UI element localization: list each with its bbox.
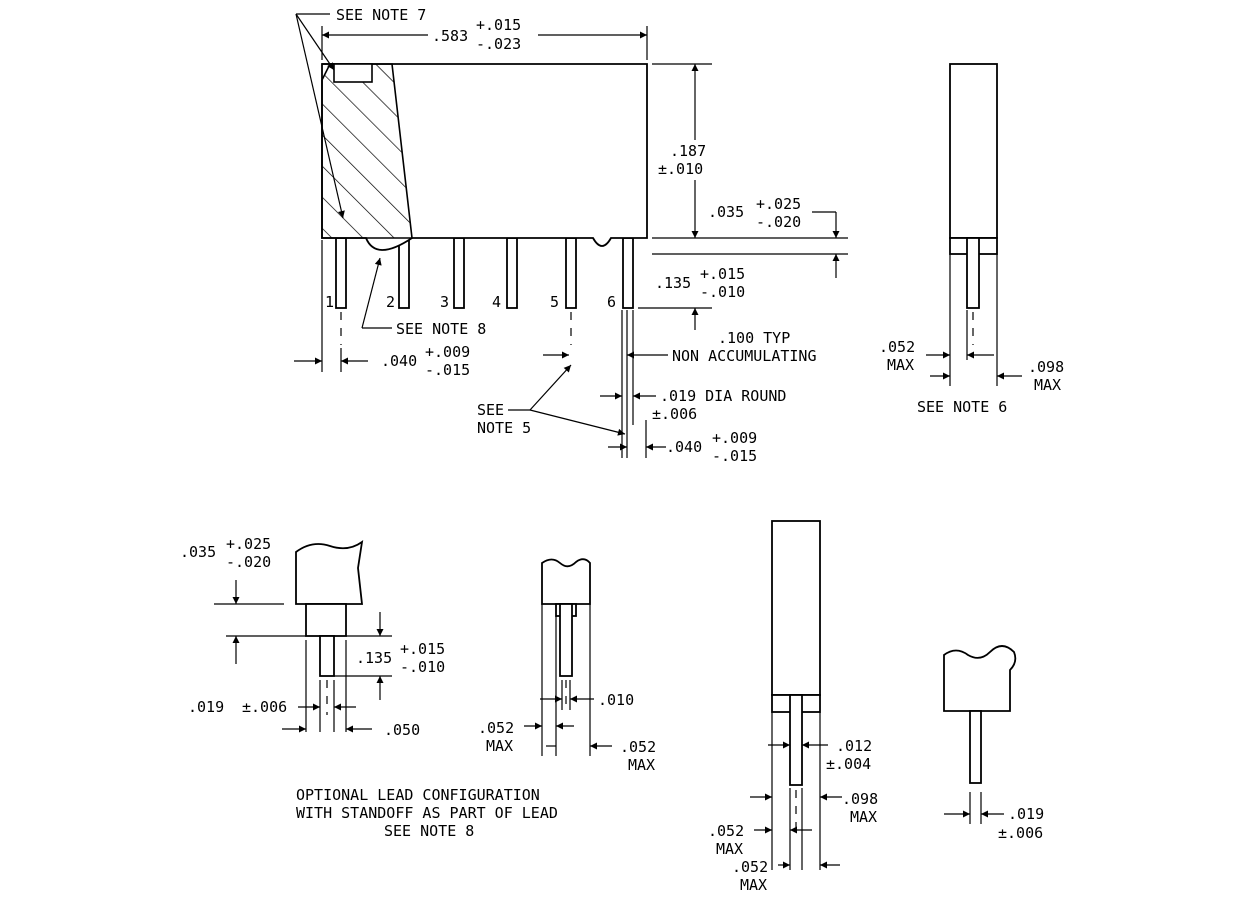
opt-lead-length-minus-tol: -.010 xyxy=(400,658,445,676)
lead-2 xyxy=(398,237,410,309)
hatched-section xyxy=(321,63,413,239)
detail-c-width-nominal: .098 xyxy=(842,790,878,808)
lead-1 xyxy=(335,237,347,309)
optional-standoff xyxy=(305,603,347,637)
pitch-non-accumulating: NON ACCUMULATING xyxy=(672,347,817,365)
side-thickness-nominal: .052 xyxy=(879,338,915,356)
standoff-nominal: .035 xyxy=(708,203,744,221)
pin-label-2: 2 xyxy=(386,293,395,311)
see-note-5-line2: NOTE 5 xyxy=(477,419,531,437)
side-view: .052 MAX .098 MAX SEE NOTE 6 xyxy=(879,63,1064,416)
end-lead-minus-tol: -.015 xyxy=(425,361,470,379)
pin-label-1: 1 xyxy=(325,293,334,311)
pin-label-6: 6 xyxy=(607,293,616,311)
optional-body-broken xyxy=(295,540,364,605)
opt-standoff-minus-tol: -.020 xyxy=(226,553,271,571)
optional-lead xyxy=(319,635,335,677)
detail-b-body xyxy=(541,558,591,605)
detail-c-lead xyxy=(789,694,803,786)
height-tol: ±.010 xyxy=(658,160,703,178)
side-width-nominal: .098 xyxy=(1028,358,1064,376)
opt-standoff-plus-tol: +.025 xyxy=(226,535,271,553)
side-thickness-max: MAX xyxy=(887,356,914,374)
detail-d-dia-tol: ±.006 xyxy=(998,824,1043,842)
see-note-8-main: SEE NOTE 8 xyxy=(396,320,486,338)
optional-lead-view: .035 +.025 -.020 .135 +.015 -.010 .019 ±… xyxy=(180,535,558,840)
end-lead-nominal: .040 xyxy=(381,352,417,370)
detail-b-left-max: MAX xyxy=(486,737,513,755)
pin-label-3: 3 xyxy=(440,293,449,311)
detail-d-view: .019 ±.006 xyxy=(943,645,1044,842)
detail-c-b-max: MAX xyxy=(740,876,767,894)
see-note-7: SEE NOTE 7 xyxy=(336,6,426,24)
optional-caption-line3: SEE NOTE 8 xyxy=(384,822,474,840)
pin-label-5: 5 xyxy=(550,293,559,311)
height-nominal: .187 xyxy=(670,142,706,160)
standoff-minus-tol: -.020 xyxy=(756,213,801,231)
chip-notch xyxy=(333,63,373,83)
width-plus-tol: +.015 xyxy=(476,16,521,34)
detail-d-lead xyxy=(969,710,982,784)
opt-lead-length-nominal: .135 xyxy=(356,649,392,667)
opt-lead-length-plus-tol: +.015 xyxy=(400,640,445,658)
end-lead-plus-tol: +.009 xyxy=(425,343,470,361)
pitch-typ: .100 TYP xyxy=(718,329,790,347)
detail-b-left-nominal: .052 xyxy=(478,719,514,737)
lead-length-plus-tol: +.015 xyxy=(700,265,745,283)
lead-4 xyxy=(506,237,518,309)
detail-c-width-max: MAX xyxy=(850,808,877,826)
detail-b-view: .010 .052 MAX .052 MAX xyxy=(478,558,656,774)
detail-c-lead-nominal: .012 xyxy=(836,737,872,755)
end-lead2-minus-tol: -.015 xyxy=(712,447,757,465)
end-lead2-nominal: .040 xyxy=(666,438,702,456)
detail-d-body-broken xyxy=(943,645,1017,712)
lead-length-minus-tol: -.010 xyxy=(700,283,745,301)
lead-diameter-tol: ±.006 xyxy=(652,405,697,423)
detail-c-view: .012 ±.004 .098 MAX .052 MAX .052 MAX xyxy=(708,520,878,894)
detail-b-lead xyxy=(559,603,573,677)
opt-lead-dia-tol: ±.006 xyxy=(242,698,287,716)
opt-standoff-nominal: .035 xyxy=(180,543,216,561)
optional-caption-line2: WITH STANDOFF AS PART OF LEAD xyxy=(296,804,558,822)
pin-label-4: 4 xyxy=(492,293,501,311)
detail-c-b-nominal: .052 xyxy=(732,858,768,876)
opt-standoff-width: .050 xyxy=(384,721,420,739)
lead-diameter: .019 DIA ROUND xyxy=(660,387,786,405)
detail-c-a-max: MAX xyxy=(716,840,743,858)
see-note-6: SEE NOTE 6 xyxy=(917,398,1007,416)
optional-caption-line1: OPTIONAL LEAD CONFIGURATION xyxy=(296,786,540,804)
detail-b-lead-width: .010 xyxy=(598,691,634,709)
main-front-view: 1 2 3 4 5 6 SEE NOTE 7 .583 +.015 -.023 … xyxy=(294,6,848,465)
detail-c-body xyxy=(771,520,821,696)
detail-b-right-nominal: .052 xyxy=(620,738,656,756)
side-body xyxy=(949,63,998,239)
width-nominal: .583 xyxy=(432,27,468,45)
lead-5 xyxy=(565,237,577,309)
standoff-plus-tol: +.025 xyxy=(756,195,801,213)
detail-c-lead-tol: ±.004 xyxy=(826,755,871,773)
side-lead xyxy=(966,237,980,309)
width-minus-tol: -.023 xyxy=(476,35,521,53)
detail-b-right-max: MAX xyxy=(628,756,655,774)
detail-c-a-nominal: .052 xyxy=(708,822,744,840)
see-note-5-line1: SEE xyxy=(477,401,504,419)
side-width-max: MAX xyxy=(1034,376,1061,394)
lead-length-nominal: .135 xyxy=(655,274,691,292)
detail-d-dia-nominal: .019 xyxy=(1008,805,1044,823)
opt-lead-dia-nominal: .019 xyxy=(188,698,224,716)
lead-3 xyxy=(453,237,465,309)
end-lead2-plus-tol: +.009 xyxy=(712,429,757,447)
lead-6 xyxy=(622,237,634,309)
